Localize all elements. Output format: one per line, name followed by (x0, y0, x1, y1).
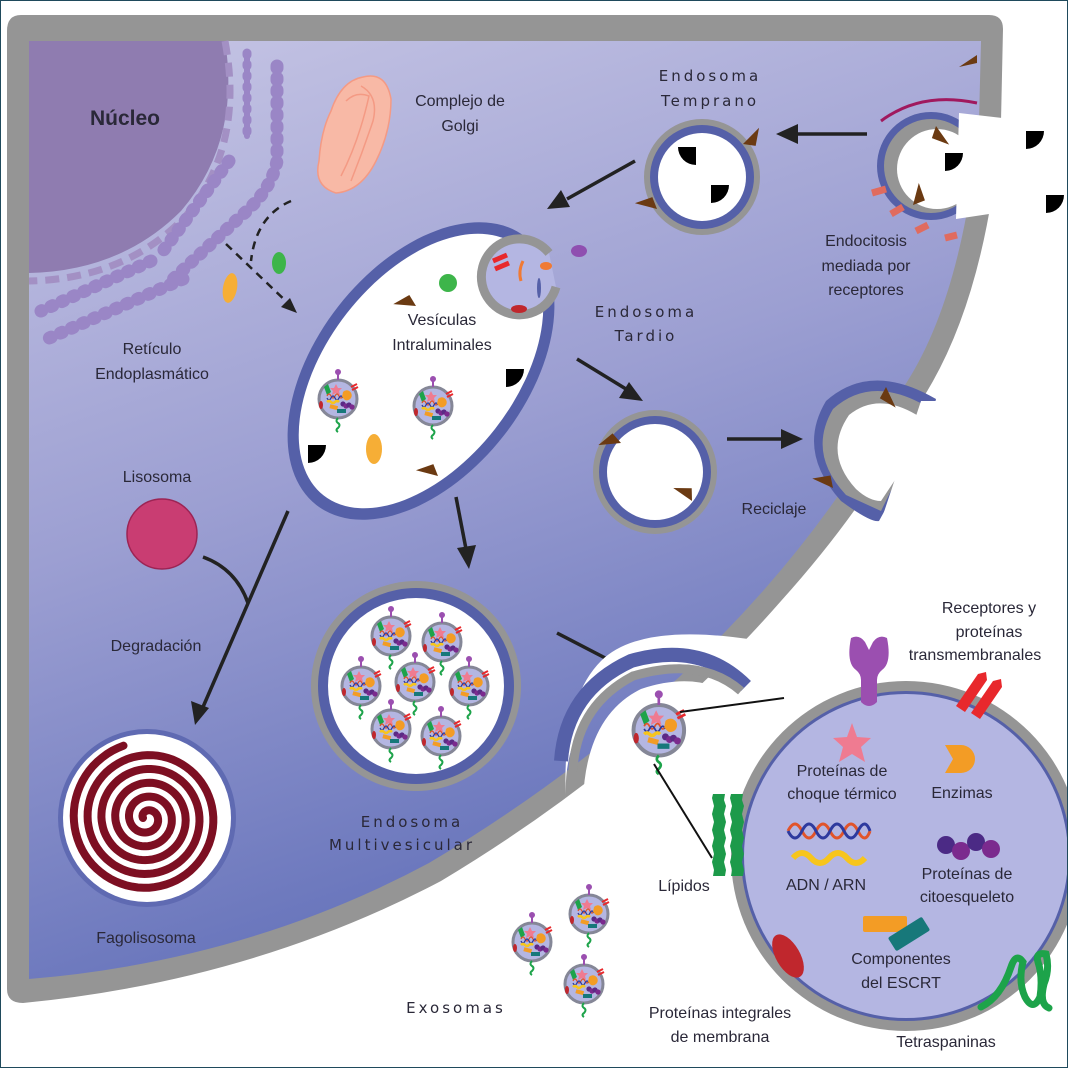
escrt-label-1: Componentes (851, 951, 951, 968)
mvb-label-2: Multivesicular (329, 836, 475, 854)
escrt-label-2: del ESCRT (861, 975, 941, 992)
hsp-label-2: choque térmico (787, 786, 896, 803)
er-label-1: Retículo (123, 341, 182, 358)
er-transport-arrow (225, 243, 292, 307)
receptor-icon (849, 636, 889, 706)
recycling-fusion-site (812, 380, 961, 541)
degradation-label: Degradación (111, 638, 202, 655)
exosome (511, 910, 554, 977)
lipid-icon (712, 794, 744, 876)
phagolysosome (58, 729, 236, 907)
orange-vesicle (222, 273, 238, 303)
integral-label-1: Proteínas integrales (649, 1005, 791, 1022)
receptors-label-2: proteínas (956, 624, 1023, 641)
zoom-line-bottom (653, 763, 713, 859)
escrt-icon (863, 916, 930, 951)
late-endosome-label-1: Endosoma (595, 303, 697, 321)
exosome (563, 952, 606, 1019)
cytoskeleton-label-1: Proteínas de (922, 866, 1013, 883)
integral-label-2: de membrana (671, 1029, 770, 1046)
green-vesicle (272, 252, 286, 274)
ilv-label-1: Vesículas (408, 312, 476, 329)
lipids-label: Lípidos (658, 878, 710, 895)
golgi-label-2: Golgi (441, 118, 478, 135)
hsp-label-1: Proteínas de (797, 763, 888, 780)
cytoskeleton-protein-icon (937, 833, 1000, 860)
endocytosis-label-3: receptores (828, 282, 904, 299)
transmembrane-protein-icon (956, 672, 1002, 719)
early-endosome-label-1: Endosoma (659, 67, 761, 85)
phagolysosome-label: Fagolisosoma (96, 930, 196, 947)
cytoskeleton-label-2: citoesqueleto (920, 889, 1014, 906)
enzymes-label: Enzimas (931, 785, 992, 802)
zoom-line-top (679, 697, 785, 713)
mvb-label-1: Endosoma (361, 813, 463, 831)
tetraspanins-label: Tetraspaninas (896, 1034, 996, 1051)
lysosome (126, 498, 198, 570)
green-cargo (439, 274, 457, 292)
exosome-detail: Proteínas de choque térmico Enzimas ADN … (712, 636, 1067, 1031)
exosomes-label: Exosomas (406, 999, 506, 1017)
receptors-label-3: transmembranales (909, 647, 1042, 664)
cytoplasm (29, 41, 981, 979)
early-endosome (634, 119, 767, 235)
dna-rna-label: ADN / ARN (786, 877, 866, 894)
golgi-transport-arrow (249, 199, 292, 262)
endoplasmic-reticulum (34, 48, 284, 346)
golgi-label-1: Complejo de (415, 93, 505, 110)
recycling-endosome (593, 410, 717, 534)
nucleus (29, 41, 229, 273)
multivesicular-endosome (311, 581, 521, 791)
tetraspanin-icon (977, 950, 1053, 1012)
receptors-label-1: Receptores y (942, 600, 1036, 617)
integral-protein-icon (772, 934, 804, 978)
golgi-apparatus (317, 75, 392, 194)
lysosome-label: Lisosoma (123, 469, 192, 486)
heat-shock-protein-icon (833, 723, 871, 762)
er-label-2: Endoplasmático (95, 366, 209, 383)
late-endosome-label-2: Tardio (614, 327, 678, 345)
ilv-label-2: Intraluminales (392, 337, 492, 354)
endocytosis-label-1: Endocitosis (825, 233, 907, 250)
enzyme-icon (945, 745, 975, 773)
nucleus-label: Núcleo (90, 107, 160, 130)
endocytosis-label-2: mediada por (822, 258, 912, 275)
dna-rna-icon (786, 822, 872, 866)
early-endosome-label-2: Temprano (660, 92, 759, 110)
orange-cargo (366, 434, 382, 464)
budding-vesicle (476, 234, 587, 320)
recycling-label: Reciclaje (742, 501, 807, 518)
endocytosis-pit (871, 55, 1064, 242)
